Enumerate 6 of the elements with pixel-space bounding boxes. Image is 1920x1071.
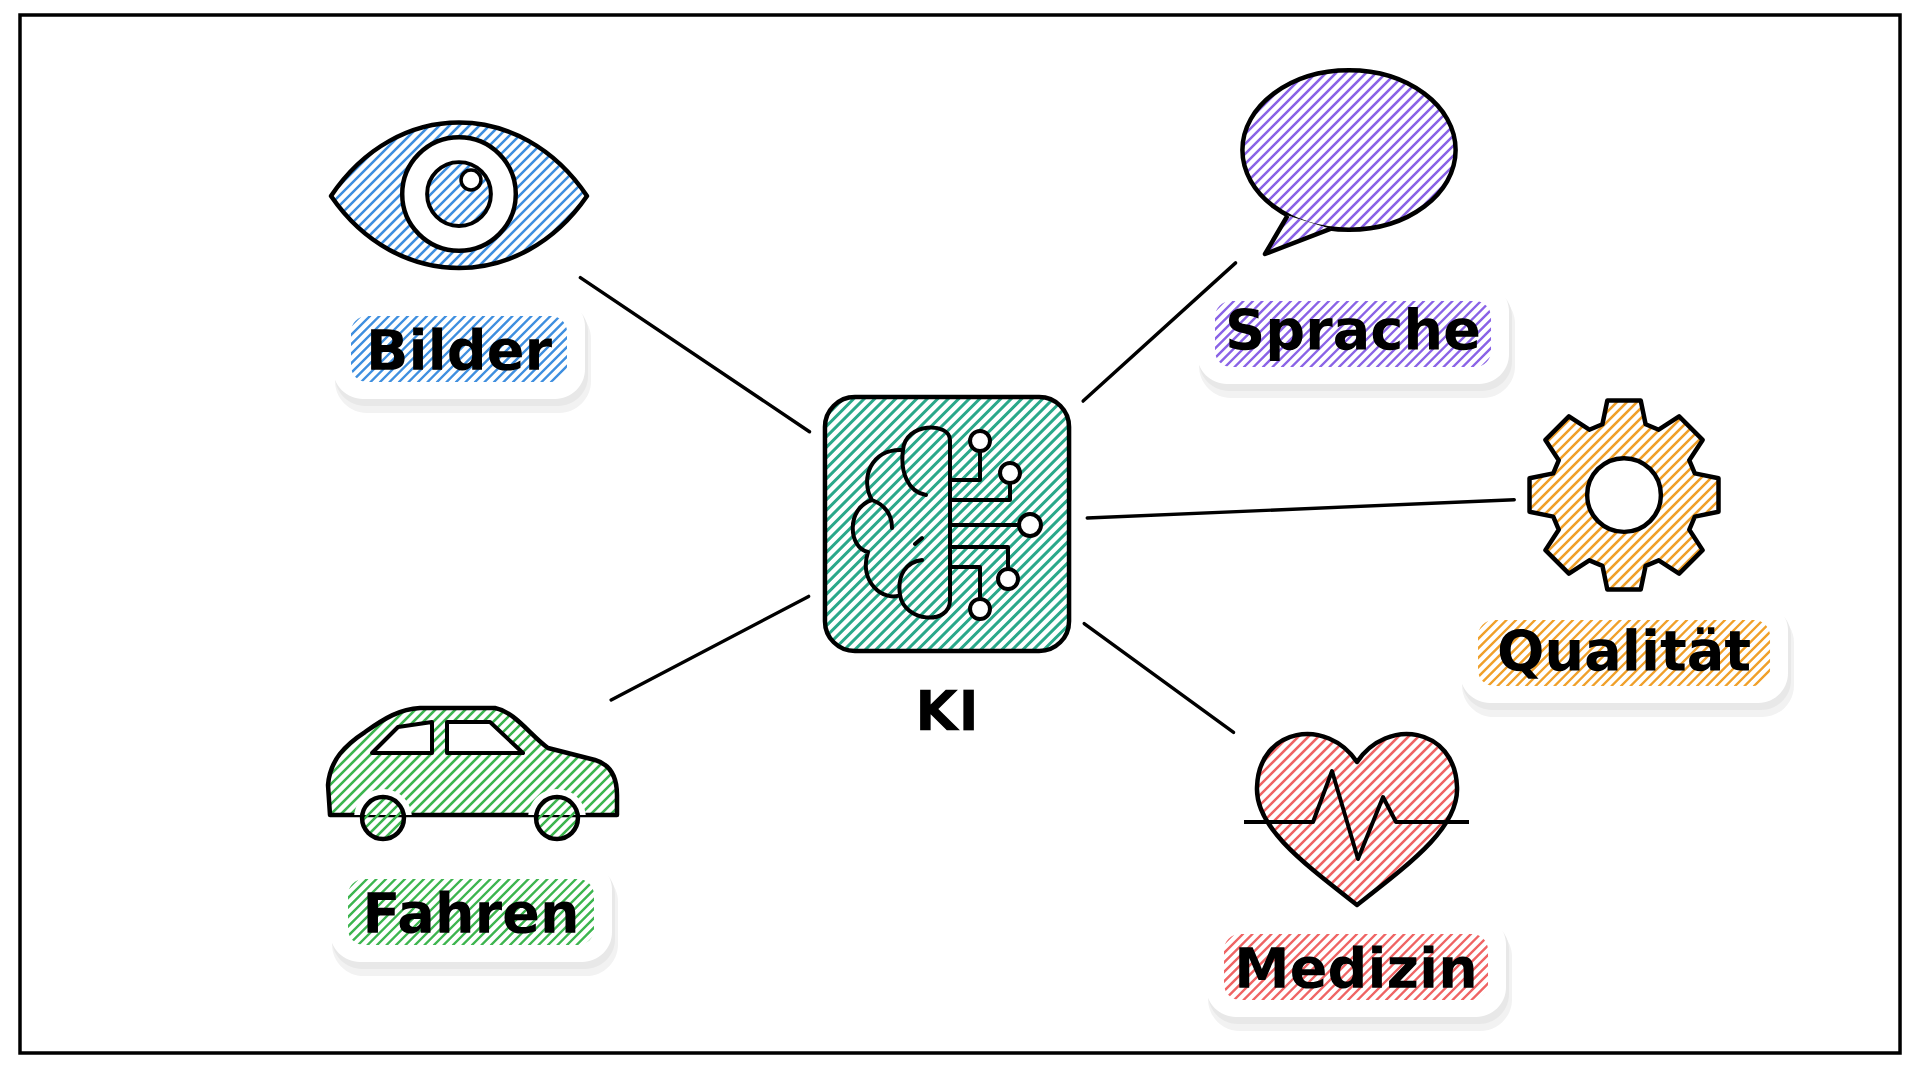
connector-line [1082,621,1236,735]
connector-line [609,594,811,702]
connector-line [578,275,812,434]
connector-line [1085,498,1516,520]
node-label: KI [920,689,974,731]
connector-line [1081,261,1238,403]
